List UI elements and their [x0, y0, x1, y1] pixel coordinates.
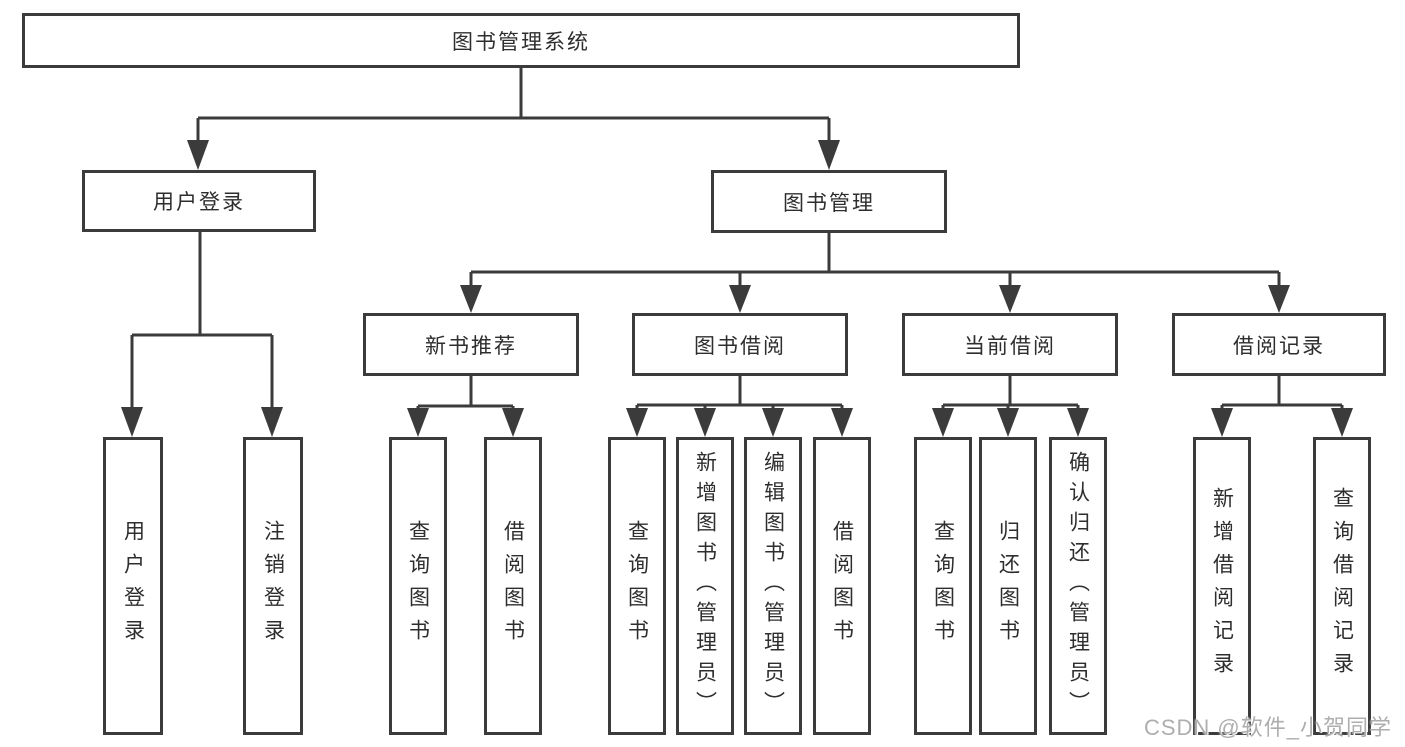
- arrowhead: [460, 285, 482, 313]
- node-user-login-label: 用户登录: [153, 191, 245, 214]
- leaf-logout: 注销登录: [243, 437, 303, 735]
- node-book-management-label: 图书管理: [783, 191, 875, 215]
- node-book-borrowing-label: 图书借阅: [694, 334, 786, 358]
- arrowhead: [121, 407, 143, 437]
- leaf-user-login: 用户登录: [103, 437, 163, 735]
- leaf-query-books-recommend: 查询图书: [389, 437, 447, 735]
- node-root: 图书管理系统: [22, 13, 1020, 68]
- node-new-book-recommendation-label: 新书推荐: [425, 334, 517, 358]
- leaf-query-borrow-record: 查询借阅记录: [1313, 437, 1371, 735]
- arrowhead: [261, 407, 283, 437]
- leaf-borrow-books-recommend: 借阅图书: [484, 437, 542, 735]
- node-book-borrowing: 图书借阅: [632, 313, 848, 376]
- arrowhead: [694, 408, 716, 437]
- arrowhead: [407, 408, 429, 437]
- arrowhead: [1268, 285, 1290, 313]
- leaf-query-books-borrow: 查询图书: [608, 437, 666, 735]
- arrowhead: [818, 140, 840, 170]
- node-user-login: 用户登录: [82, 170, 316, 232]
- arrowhead: [997, 408, 1019, 437]
- leaf-borrow-books: 借阅图书: [813, 437, 871, 735]
- node-current-borrowing: 当前借阅: [902, 313, 1118, 376]
- leaf-confirm-return-admin: 确认归还（管理员）: [1049, 437, 1107, 735]
- arrowhead: [729, 285, 751, 313]
- arrowhead: [187, 140, 209, 170]
- arrowhead: [502, 408, 524, 437]
- leaf-return-books: 归还图书: [979, 437, 1037, 735]
- node-borrowing-records: 借阅记录: [1172, 313, 1386, 376]
- leaf-edit-book-admin: 编辑图书（管理员）: [744, 437, 802, 735]
- arrowhead: [1331, 408, 1353, 437]
- node-borrowing-records-label: 借阅记录: [1233, 334, 1325, 358]
- node-current-borrowing-label: 当前借阅: [964, 334, 1056, 358]
- arrowhead: [999, 285, 1021, 313]
- arrowhead: [762, 408, 784, 437]
- arrowheads: [121, 140, 1353, 437]
- arrowhead: [626, 408, 648, 437]
- node-root-label: 图书管理系统: [452, 30, 590, 54]
- arrowhead: [1067, 408, 1089, 437]
- arrowhead: [1211, 408, 1233, 437]
- leaf-query-books-current: 查询图书: [914, 437, 972, 735]
- node-book-management: 图书管理: [711, 170, 947, 233]
- arrowhead: [932, 408, 954, 437]
- watermark: CSDN @软件_小贺同学: [1143, 715, 1392, 740]
- leaf-add-book-admin: 新增图书（管理员）: [676, 437, 734, 735]
- arrowhead: [831, 408, 853, 437]
- node-new-book-recommendation: 新书推荐: [363, 313, 579, 376]
- leaf-add-borrow-record: 新增借阅记录: [1193, 437, 1251, 735]
